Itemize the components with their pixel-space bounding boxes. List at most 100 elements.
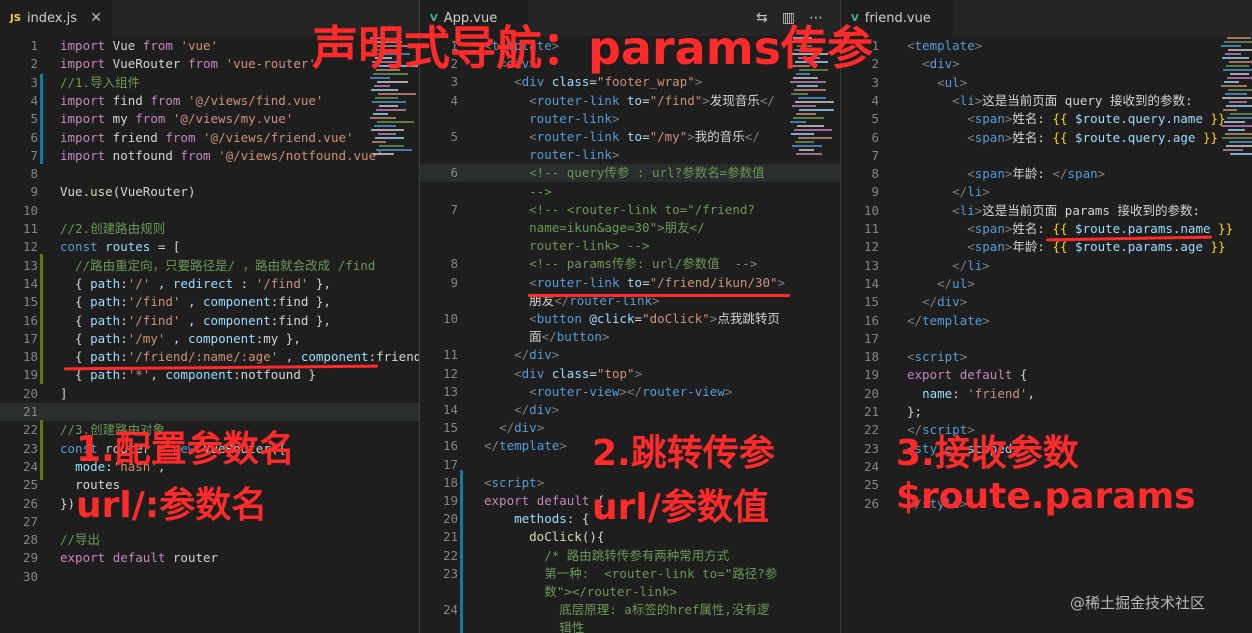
code-line[interactable]: 30 (0, 568, 419, 586)
more-actions-icon[interactable]: ⋯ (808, 10, 823, 26)
code-line[interactable]: 16</template> (420, 437, 840, 455)
code-line[interactable]: 25 routes (0, 476, 419, 494)
code-line[interactable]: 6 <span>姓名: {{ $route.query.age }} (841, 129, 1252, 147)
code-line[interactable]: 5 <router-link to="/my">我的音乐</ (420, 128, 840, 146)
code-line[interactable]: 3 <div class="footer_wrap"> (420, 73, 840, 91)
code-line[interactable]: 9 <router-link to="/friend/ikun/30"> (420, 274, 840, 292)
pane-divider[interactable] (840, 0, 841, 633)
code-line[interactable]: 9 </li> (841, 183, 1252, 201)
code-line[interactable]: name=ikun&age=30">朋友</ (420, 219, 840, 237)
code-line[interactable]: 12 <span>年龄: {{ $route.params.age }} (841, 238, 1252, 256)
code-line[interactable]: 24 (841, 458, 1252, 476)
minimap[interactable] (790, 37, 838, 157)
code-line[interactable]: 13 </li> (841, 257, 1252, 275)
code-line[interactable]: 14 </div> (420, 401, 840, 419)
minimap[interactable] (1221, 37, 1252, 157)
code-line[interactable]: 11 <span>姓名: {{ $route.params.name }} (841, 220, 1252, 238)
code-line[interactable]: 辑性 (420, 619, 840, 633)
code-line[interactable]: 20] (0, 385, 419, 403)
code-line[interactable]: 28//导出 (0, 531, 419, 549)
pane-divider[interactable] (419, 0, 420, 633)
code-line[interactable]: 面</button> (420, 328, 840, 346)
tab-index-js[interactable]: JS index.js ✕ (0, 0, 112, 36)
tab-friend-vue[interactable]: V friend.vue (841, 0, 953, 36)
tab-app-vue[interactable]: V App.vue (420, 0, 528, 36)
code-line[interactable]: 20 name: 'friend', (841, 385, 1252, 403)
code-line[interactable]: 14 </ul> (841, 275, 1252, 293)
code-line[interactable]: --> (420, 183, 840, 201)
code-line[interactable]: 15 { path:'/find' , component:find }, (0, 293, 419, 311)
code-line[interactable]: 21 doClick(){ (420, 528, 840, 546)
code-line[interactable]: 16</template> (841, 312, 1252, 330)
code-line[interactable]: 22</script> (841, 421, 1252, 439)
code-line[interactable]: 24 mode:'hash', (0, 458, 419, 476)
code-line[interactable]: 数"></router-link> (420, 583, 840, 601)
code-line[interactable]: 25 (841, 476, 1252, 494)
code-line[interactable]: 2 <div> (841, 55, 1252, 73)
code-line[interactable]: 26</style> (841, 495, 1252, 513)
code-line[interactable]: 7 <!-- <router-link to="/friend? (420, 201, 840, 219)
minimap[interactable] (370, 37, 418, 157)
code-line[interactable]: 6 <!-- query传参 : url?参数名=参数值 (420, 164, 840, 183)
code-line[interactable]: 1<template> (420, 37, 840, 55)
code-line[interactable]: 4 <li>这是当前页面 query 接收到的参数: (841, 92, 1252, 110)
code-line[interactable]: 13 //路由重定向，只要路径是/ ，路由就会改成 /find (0, 257, 419, 275)
code-line[interactable]: 3 <ul> (841, 74, 1252, 92)
code-line[interactable]: 17 { path:'/my' , component:my }, (0, 330, 419, 348)
code-line[interactable]: 26}) (0, 495, 419, 513)
code-line[interactable]: 21 (0, 403, 419, 421)
code-line[interactable]: 17 (420, 456, 840, 474)
code-line[interactable]: 5 <span>姓名: {{ $route.query.name }} (841, 110, 1252, 128)
code-line[interactable]: 18 { path:'/friend/:name/:age' , compone… (0, 348, 419, 366)
code-line[interactable]: router-link> --> (420, 237, 840, 255)
code-line[interactable]: 7 (841, 147, 1252, 165)
code-line[interactable]: 22//3.创建路由对象 (0, 421, 419, 439)
code-line[interactable]: 18<script> (841, 348, 1252, 366)
code-line[interactable]: 15 </div> (841, 293, 1252, 311)
code-line[interactable]: 3//1.导入组件 (0, 74, 419, 92)
code-line[interactable]: 22 /* 路由跳转传参有两种常用方式 (420, 547, 840, 565)
code-line[interactable]: 11 </div> (420, 346, 840, 364)
code-line[interactable]: 4 <router-link to="/find">发现音乐</ (420, 92, 840, 110)
code-line[interactable]: 23<style scoped> (841, 440, 1252, 458)
code-line[interactable]: 27 (0, 513, 419, 531)
code-line[interactable]: 1<template> (841, 37, 1252, 55)
code-line[interactable]: 20 methods: { (420, 510, 840, 528)
code-line[interactable]: 11//2.创建路由规则 (0, 220, 419, 238)
code-line[interactable]: 10 <button @click="doClick">点我跳转页 (420, 310, 840, 328)
code-line[interactable]: 12 <div class="top"> (420, 365, 840, 383)
code-line[interactable]: 19 { path:'*', component:notfound } (0, 366, 419, 384)
code-line[interactable]: 13 <router-view></router-view> (420, 383, 840, 401)
code-line[interactable]: 21}; (841, 403, 1252, 421)
code-line[interactable]: 14 { path:'/' , redirect : '/find' }, (0, 275, 419, 293)
code-line[interactable]: 24 底层原理: a标签的href属性,没有逻 (420, 601, 840, 619)
code-line[interactable]: 8 (0, 165, 419, 183)
code-line[interactable]: 10 (0, 202, 419, 220)
code-line[interactable]: 17 (841, 330, 1252, 348)
code-line[interactable]: 8 <span>年龄: </span> (841, 165, 1252, 183)
close-icon[interactable]: ✕ (90, 10, 102, 26)
code-line[interactable]: 23 第一种: <router-link to="路径?参 (420, 565, 840, 583)
code-line[interactable]: 18<script> (420, 474, 840, 492)
code-line[interactable]: 8 <!-- params传参: url/参数值 --> (420, 255, 840, 273)
split-editor-icon[interactable]: ▥ (781, 10, 795, 26)
code-line[interactable]: router-link> (420, 146, 840, 164)
code-line[interactable]: router-link> (420, 110, 840, 128)
code-line[interactable]: 16 { path:'/find' , component:find }, (0, 312, 419, 330)
compare-icon[interactable]: ⇆ (756, 10, 768, 26)
code-line[interactable]: 15 </div> (420, 419, 840, 437)
code-line[interactable]: 10 <li>这是当前页面 params 接收到的参数: (841, 202, 1252, 220)
code-line[interactable]: 2 <div> (420, 55, 840, 73)
